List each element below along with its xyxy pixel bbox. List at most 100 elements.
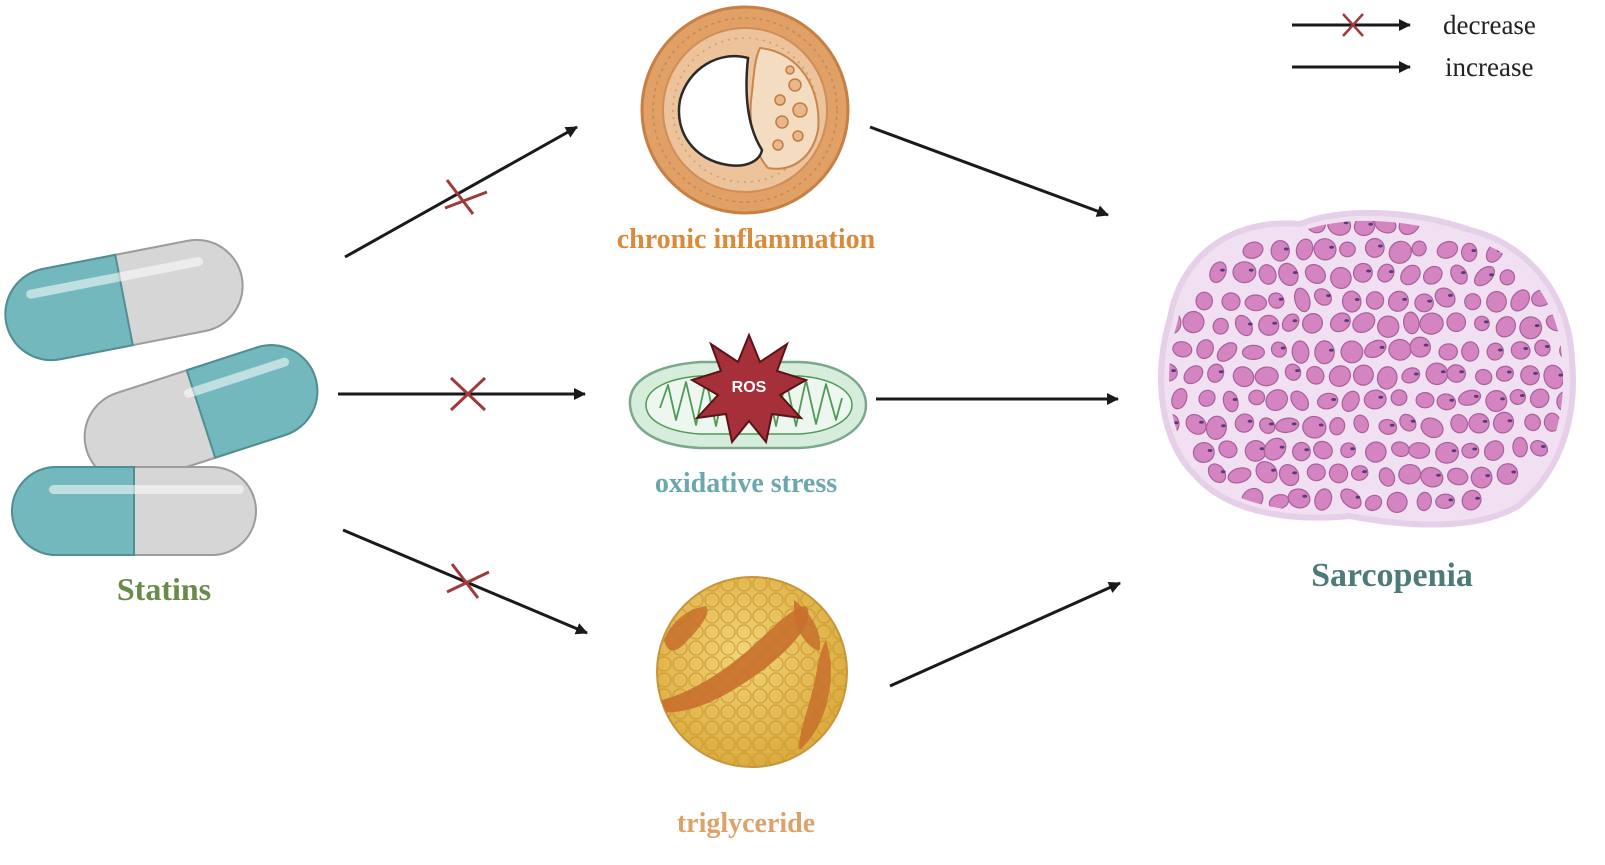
muscle-fiber	[1242, 241, 1264, 259]
muscle-nucleus	[1379, 345, 1385, 349]
muscle-fiber	[1470, 466, 1493, 489]
muscle-nucleus	[1402, 297, 1407, 301]
muscle-fiber	[1403, 311, 1420, 335]
muscle-fiber	[1185, 413, 1207, 435]
muscle-fiber	[1446, 364, 1466, 383]
legend: decrease increase	[1292, 10, 1536, 82]
muscle-fiber	[1287, 488, 1311, 509]
muscle-nucleus	[1451, 449, 1457, 453]
muscle-fiber	[1378, 467, 1396, 487]
muscle-fiber	[1512, 436, 1528, 458]
muscle-nucleus	[1291, 422, 1297, 426]
muscle-nucleus	[1343, 221, 1349, 225]
legend-decrease-label: decrease	[1443, 10, 1536, 40]
arrows	[338, 125, 1121, 688]
muscle-fiber	[1316, 392, 1339, 410]
ros-burst-icon	[689, 332, 809, 445]
muscle-fiber	[1268, 292, 1285, 309]
muscle-nucleus	[1220, 268, 1225, 272]
muscle-nucleus	[1507, 419, 1513, 423]
muscle-nucleus	[1389, 423, 1395, 427]
muscle-nucleus	[1232, 398, 1238, 401]
statins-capsules-icon	[4, 238, 319, 556]
muscle-fiber	[1291, 340, 1310, 364]
muscle-fiber	[1270, 240, 1290, 262]
muscle-nucleus	[1485, 474, 1491, 478]
muscle-nucleus	[1544, 345, 1550, 348]
muscle-fiber	[1409, 336, 1431, 358]
muscle-fiber	[1387, 290, 1409, 312]
muscle-fiber	[1306, 463, 1326, 482]
muscle-fiber	[1422, 265, 1443, 285]
muscle-fiber	[1353, 414, 1370, 434]
muscle-fiber	[1313, 238, 1337, 261]
arrow-statins-to-inflammation	[344, 125, 578, 259]
muscle-fiber	[1350, 465, 1369, 481]
muscle-fiber	[1530, 440, 1549, 457]
muscle-fiber	[1464, 293, 1482, 311]
muscle-fiber	[1207, 463, 1227, 484]
muscle-fiber	[1254, 366, 1279, 387]
muscle-fiber	[1258, 264, 1277, 285]
muscle-fiber	[1416, 491, 1432, 512]
muscle-fiber	[1234, 314, 1253, 337]
muscle-nucleus	[1354, 298, 1360, 301]
muscle-nucleus	[1259, 447, 1265, 451]
muscle-nucleus	[1362, 470, 1367, 474]
muscle-fiber	[1278, 262, 1299, 286]
muscle-fiber	[1411, 240, 1427, 257]
muscle-fiber	[1339, 241, 1356, 258]
muscle-nucleus	[1329, 245, 1334, 249]
muscle-nucleus	[1520, 394, 1525, 397]
muscle-nucleus	[1292, 471, 1297, 475]
muscle-nucleus	[1378, 395, 1384, 399]
muscle-fiber	[1519, 316, 1543, 340]
muscle-fiber	[1390, 389, 1408, 406]
muscle-fiber	[1534, 339, 1551, 357]
muscle-fiber	[1509, 388, 1526, 406]
muscle-fiber	[1399, 413, 1417, 432]
muscle-nucleus	[1523, 347, 1529, 350]
muscle-fiber	[1474, 265, 1495, 287]
muscle-fiber	[1183, 365, 1204, 385]
muscle-nucleus	[1248, 268, 1254, 272]
muscle-fiber	[1255, 461, 1278, 484]
muscle-nucleus	[1436, 473, 1441, 477]
arrow-inflammation-to-sarcopenia	[869, 125, 1109, 217]
muscle-nucleus	[1247, 322, 1253, 326]
muscle-fiber	[1486, 291, 1507, 313]
muscle-nucleus	[1511, 470, 1517, 474]
muscle-nucleus	[1318, 423, 1324, 427]
muscle-fiber	[1474, 368, 1493, 386]
muscle-nucleus	[1427, 299, 1432, 303]
muscle-fiber	[1293, 287, 1311, 313]
muscle-fiber	[1314, 340, 1335, 365]
muscle-fiber	[1408, 442, 1431, 459]
muscle-fiber	[1447, 467, 1469, 486]
muscle-nucleus	[1221, 424, 1226, 428]
muscle-nucleus	[1459, 370, 1465, 374]
muscle-fiber	[1301, 313, 1324, 334]
muscle-nucleus	[1207, 449, 1213, 452]
muscle-fiber	[1510, 341, 1531, 360]
muscle-nucleus	[1500, 397, 1505, 401]
muscle-nucleus	[1410, 419, 1416, 423]
muscle-fiber	[1450, 264, 1468, 285]
muscle-nucleus	[1269, 422, 1274, 426]
muscle-fiber	[1458, 389, 1482, 406]
muscle-fiber	[1195, 291, 1214, 311]
muscle-fiber	[1172, 341, 1193, 358]
muscle-nucleus	[1344, 319, 1350, 323]
muscle-fiber	[1222, 390, 1239, 413]
muscle-fiber	[1435, 493, 1456, 510]
muscle-nucleus	[1326, 294, 1331, 298]
muscle-fiber	[1232, 261, 1257, 284]
muscle-fiber	[1461, 341, 1480, 362]
muscle-fiber	[1364, 494, 1383, 512]
muscle-nucleus	[1482, 419, 1488, 423]
muscle-nucleus	[1220, 470, 1226, 474]
muscle-nucleus	[1331, 398, 1337, 401]
muscle-fiber	[1388, 240, 1412, 264]
muscle-nucleus	[1280, 346, 1286, 350]
muscle-fiber	[1386, 491, 1408, 514]
